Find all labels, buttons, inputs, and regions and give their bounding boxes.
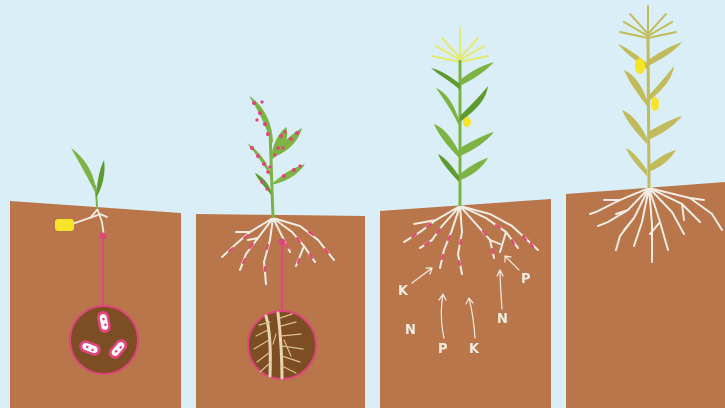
nutrient-label-n: N <box>497 312 508 327</box>
nutrient-label-k: K <box>469 342 480 357</box>
nutrient-label-p: P <box>521 272 531 287</box>
corn-cob <box>651 97 659 111</box>
nutrient-label-k: K <box>398 284 409 299</box>
soil-block-3 <box>380 199 551 408</box>
corn-cob <box>635 58 645 74</box>
nutrient-label-n: N <box>405 323 416 338</box>
soil-block-1 <box>10 201 181 408</box>
corn-cob <box>463 117 471 127</box>
soil-block-4 <box>566 182 725 408</box>
seed-tag <box>55 219 74 231</box>
nutrient-label-p: P <box>438 342 448 357</box>
